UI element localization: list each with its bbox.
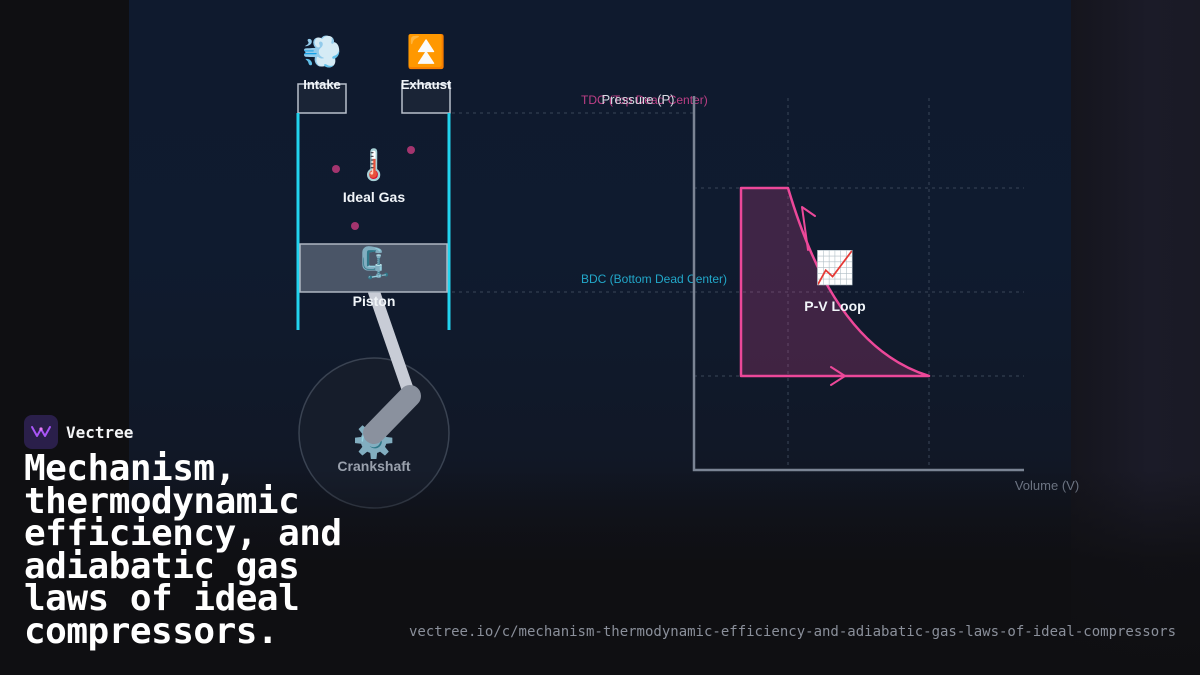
pv-process-arrow-right: [830, 366, 846, 386]
intake-icon: 💨: [302, 33, 342, 69]
piston-label: Piston: [353, 293, 396, 309]
piston-head: [299, 243, 448, 293]
crank-arm: [363, 385, 421, 444]
pv-loop-label: P-V Loop: [804, 298, 865, 314]
page-title: Mechanism, thermodynamic efficiency, and…: [24, 448, 342, 652]
ideal-gas-label: Ideal Gas: [343, 189, 405, 205]
gas-particle: [407, 146, 415, 154]
exhaust-valve: [401, 83, 451, 114]
intake-valve: [297, 83, 347, 114]
pv-loop-icon: 📈: [815, 249, 855, 285]
vectree-logo-icon: [24, 415, 58, 449]
exhaust-label: Exhaust: [401, 77, 452, 92]
pv-loop-fill: [739, 186, 931, 378]
gas-particles: [332, 146, 415, 230]
guide-lines: [452, 98, 1024, 470]
diagram-panel: [129, 0, 1071, 560]
pressure-axis-label: Pressure (P): [602, 92, 675, 107]
ideal-gas-icon: 🌡️: [355, 147, 392, 182]
brand: Vectree: [24, 415, 133, 449]
intake-label: Intake: [303, 77, 341, 92]
volume-axis-label: Volume (V): [1015, 478, 1079, 493]
piston-icon: 🗜️: [355, 245, 392, 280]
connecting-rod: [368, 286, 416, 402]
gas-particle: [332, 165, 340, 173]
tdc-label: TDC (Top Dead Center): [581, 93, 708, 107]
exhaust-icon: ⏫: [406, 33, 446, 69]
bdc-label: BDC (Bottom Dead Center): [581, 272, 727, 286]
brand-name: Vectree: [66, 422, 134, 442]
page-url: vectree.io/c/mechanism-thermodynamic-eff…: [408, 624, 1176, 640]
pv-process-arrow-up: [801, 206, 816, 251]
gas-particle: [351, 222, 359, 230]
